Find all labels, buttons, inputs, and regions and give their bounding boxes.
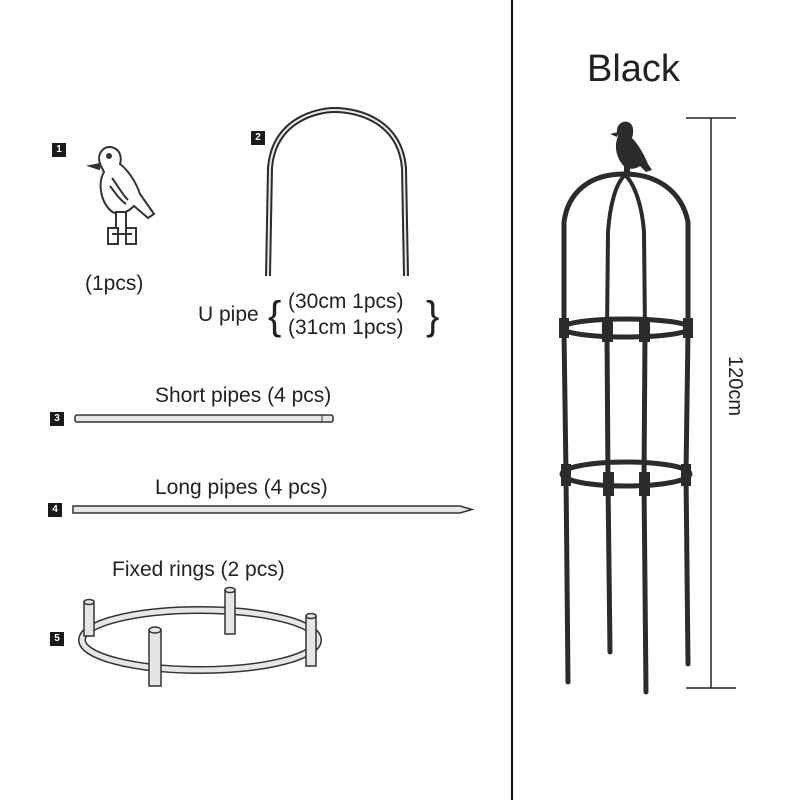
- height-dimension-line: [686, 117, 736, 689]
- part-number-badge-2: 2: [251, 131, 265, 145]
- bird-topper-icon: [86, 146, 156, 245]
- part-number-badge-5: 5: [50, 632, 64, 646]
- fixed-rings-caption: Fixed rings (2 pcs): [112, 558, 285, 581]
- part-number-badge-1: 1: [52, 143, 66, 157]
- left-brace: {: [268, 294, 282, 338]
- short-pipe-icon: [74, 414, 334, 423]
- long-pipe-icon: [72, 505, 475, 514]
- fixed-ring-icon: [78, 586, 322, 687]
- assembled-trellis-icon: [559, 121, 693, 695]
- part-number-badge-3: 3: [50, 412, 64, 426]
- part-number-badge-4: 4: [48, 503, 62, 517]
- right-brace: }: [426, 294, 440, 338]
- u-pipe-icon: [265, 106, 409, 277]
- short-pipes-caption: Short pipes (4 pcs): [155, 384, 332, 407]
- bird-caption: (1pcs): [85, 272, 144, 295]
- u-pipe-size-1: (30cm 1pcs): [288, 290, 404, 313]
- height-label: 120cm: [724, 356, 746, 417]
- u-pipe-name: U pipe: [198, 303, 259, 326]
- long-pipes-caption: Long pipes (4 pcs): [155, 476, 328, 499]
- panel-divider: [511, 0, 513, 800]
- color-title: Black: [587, 48, 680, 90]
- u-pipe-size-2: (31cm 1pcs): [288, 316, 404, 339]
